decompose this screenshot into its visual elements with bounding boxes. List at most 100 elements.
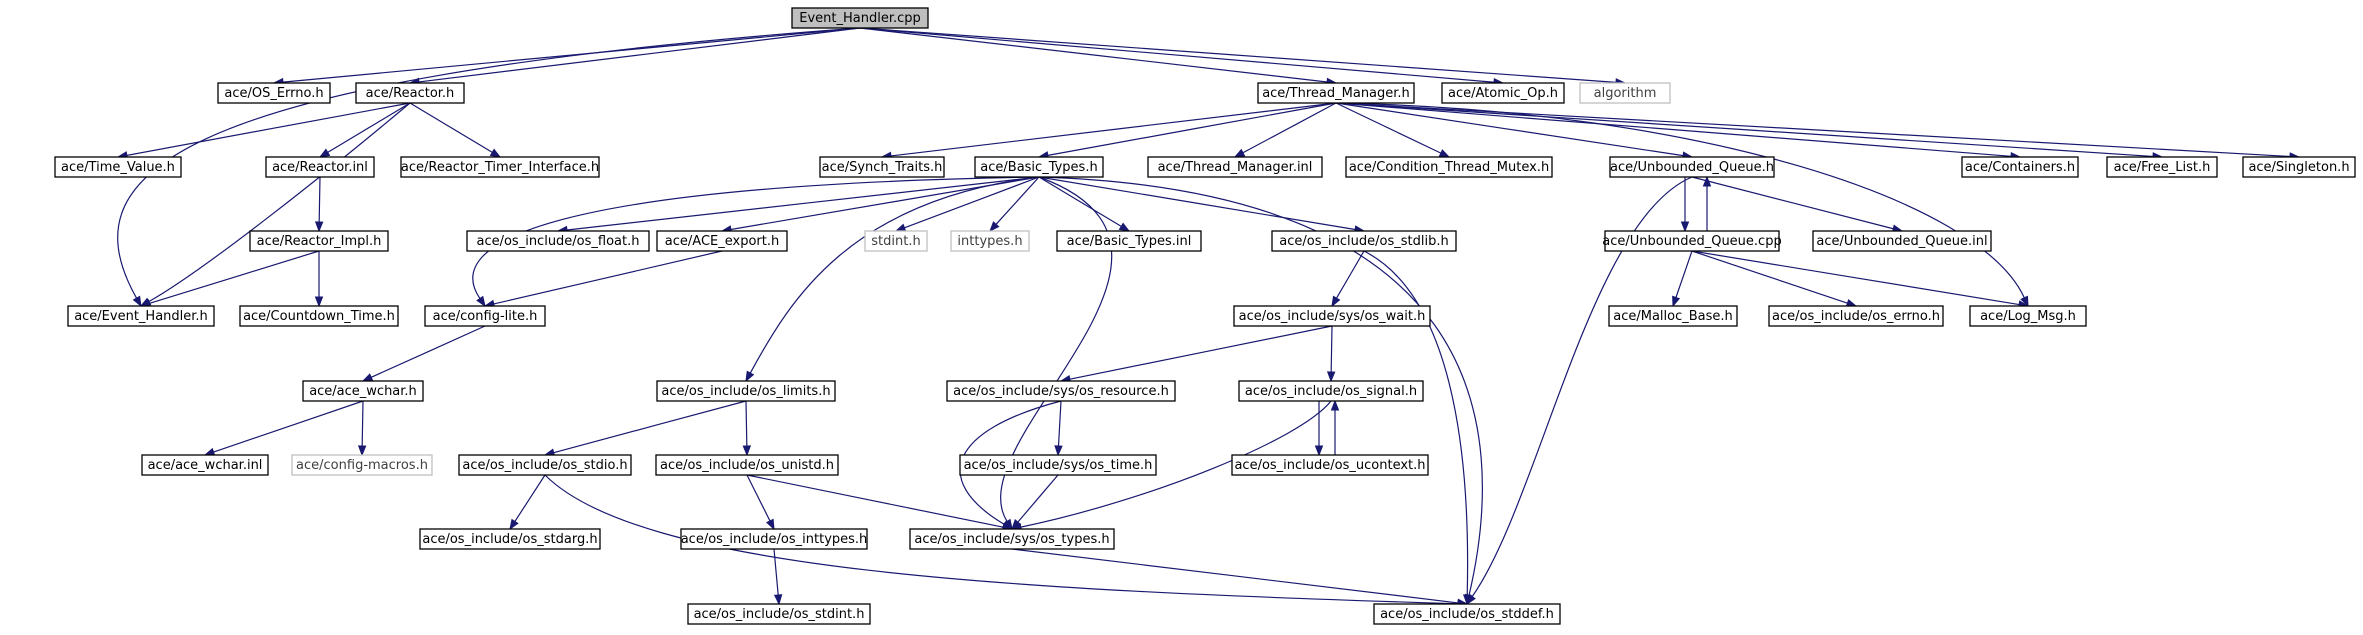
node-box — [1441, 82, 1565, 104]
node-box — [1609, 156, 1775, 178]
node-os-float-h[interactable]: ace/os_include/os_float.h — [466, 230, 650, 252]
node-os-stdio-h[interactable]: ace/os_include/os_stdio.h — [458, 454, 632, 476]
edge-thread_manager_h-to-synch_traits_h — [880, 102, 1337, 161]
edge-root-to-reactor_h — [408, 27, 861, 87]
node-basic-types-h[interactable]: ace/Basic_Types.h — [974, 156, 1104, 178]
node-ace-wchar-inl[interactable]: ace/ace_wchar.inl — [141, 454, 269, 476]
node-log-msg-h[interactable]: ace/Log_Msg.h — [1969, 305, 2087, 327]
arrowhead-icon — [1330, 399, 1340, 411]
edge-thread_manager_h-to-containers_h — [1335, 102, 2022, 161]
node-label: stdint.h — [871, 234, 920, 249]
node-os-stdarg-h[interactable]: ace/os_include/os_stdarg.h — [419, 528, 601, 550]
node-os-time-h[interactable]: ace/os_include/sys/os_time.h — [959, 454, 1157, 476]
edge-ace_wchar_h-to-ace_wchar_inl — [203, 400, 364, 456]
node-algorithm: algorithm — [1579, 82, 1671, 104]
node-os-stdlib-h[interactable]: ace/os_include/os_stdlib.h — [1271, 230, 1457, 252]
node-box — [687, 603, 871, 625]
arrowhead-icon — [1672, 295, 1681, 308]
node-label: ace/Reactor.h — [366, 86, 455, 101]
node-os-unistd-h[interactable]: ace/os_include/os_unistd.h — [655, 454, 839, 476]
edge-line — [1038, 176, 1483, 596]
node-free-list-h[interactable]: ace/Free_List.h — [2106, 156, 2218, 178]
node-box — [656, 380, 836, 402]
node-containers-h[interactable]: ace/Containers.h — [1961, 156, 2079, 178]
node-singleton-h[interactable]: ace/Singleton.h — [2242, 156, 2356, 178]
node-os-errno-inc-h[interactable]: ace/os_include/os_errno.h — [1768, 305, 1944, 327]
node-os-errno-h[interactable]: ace/OS_Errno.h — [217, 82, 331, 104]
node-time-value-h[interactable]: ace/Time_Value.h — [54, 156, 182, 178]
node-label: ace/Countdown_Time.h — [243, 309, 395, 324]
edge-line — [117, 27, 861, 299]
node-os-types-h[interactable]: ace/os_include/sys/os_types.h — [909, 528, 1115, 550]
node-os-ucontext-h[interactable]: ace/os_include/os_ucontext.h — [1231, 454, 1429, 476]
edge-unbounded_queue_cpp-to-log_msg_h — [1691, 250, 2030, 309]
node-box — [655, 454, 839, 476]
node-root[interactable]: Event_Handler.cpp — [791, 7, 929, 29]
node-unbounded-queue-cpp[interactable]: ace/Unbounded_Queue.cpp — [1602, 230, 1782, 252]
arrowhead-icon — [1702, 175, 1712, 187]
edge-line — [1335, 102, 2291, 158]
node-box — [1373, 603, 1561, 625]
node-label: ace/Singleton.h — [2248, 160, 2349, 175]
node-box — [355, 82, 465, 104]
edge-reactor_h-to-time_value_h — [116, 102, 411, 160]
node-os-wait-h[interactable]: ace/os_include/sys/os_wait.h — [1233, 305, 1431, 327]
node-reactor-impl-h[interactable]: ace/Reactor_Impl.h — [249, 230, 389, 252]
edge-line — [126, 102, 411, 156]
edge-os_signal_h-to-os_ucontext_h — [1314, 401, 1324, 457]
edge-line — [1330, 325, 1333, 373]
node-os-stddef-h[interactable]: ace/os_include/os_stddef.h — [1373, 603, 1561, 625]
node-config-lite-h[interactable]: ace/config-lite.h — [424, 305, 546, 327]
node-label: ace/Reactor_Impl.h — [257, 234, 382, 249]
edge-unbounded_queue_cpp-to-os_errno_inc_h — [1691, 250, 1858, 307]
node-reactor-h[interactable]: ace/Reactor.h — [355, 82, 465, 104]
arrowhead-icon — [1314, 445, 1324, 457]
edge-line — [1011, 548, 1459, 604]
node-box — [1812, 230, 1992, 252]
edge-root-to-atomic_op_h — [859, 27, 1505, 87]
edge-unbounded_queue_cpp-to-unbounded_queue_h — [1702, 175, 1712, 232]
node-box — [1345, 156, 1553, 178]
edge-line — [148, 102, 411, 303]
node-unbounded-queue-h[interactable]: ace/Unbounded_Queue.h — [1609, 156, 1775, 178]
node-thread-manager-h[interactable]: ace/Thread_Manager.h — [1257, 82, 1415, 104]
node-box — [291, 454, 433, 476]
node-ace-wchar-h[interactable]: ace/ace_wchar.h — [302, 380, 424, 402]
node-os-stdint-h[interactable]: ace/os_include/os_stdint.h — [687, 603, 871, 625]
node-os-resource-h[interactable]: ace/os_include/sys/os_resource.h — [946, 380, 1176, 402]
edge-basic_types_h-to-basic_types_inl — [1038, 176, 1131, 232]
node-reactor-inl[interactable]: ace/Reactor.inl — [265, 156, 375, 178]
node-reactor-timer-interface-h[interactable]: ace/Reactor_Timer_Interface.h — [400, 156, 600, 178]
node-label: ace/Unbounded_Queue.inl — [1816, 234, 1987, 249]
node-condition-thread-mutex-h[interactable]: ace/Condition_Thread_Mutex.h — [1345, 156, 1553, 178]
edge-thread_manager_h-to-log_msg_h — [1335, 102, 2029, 308]
node-box — [1604, 230, 1780, 252]
node-box — [2106, 156, 2218, 178]
edge-line — [1691, 250, 2020, 306]
node-malloc-base-h[interactable]: ace/Malloc_Base.h — [1608, 305, 1738, 327]
node-synch-traits-h[interactable]: ace/Synch_Traits.h — [819, 156, 945, 178]
arrowhead-icon — [314, 221, 324, 233]
node-label: ace/Event_Handler.h — [74, 309, 208, 324]
edge-unbounded_queue_h-to-unbounded_queue_cpp — [1680, 176, 1690, 233]
edge-line — [1047, 102, 1337, 156]
node-basic-types-inl[interactable]: ace/Basic_Types.inl — [1056, 230, 1202, 252]
node-config-macros-h: ace/config-macros.h — [291, 454, 433, 476]
node-label: ace/Unbounded_Queue.cpp — [1602, 234, 1781, 249]
node-ace-export-h[interactable]: ace/ACE_export.h — [656, 230, 788, 252]
edge-line — [149, 250, 320, 304]
arrowhead-icon — [1680, 221, 1690, 233]
node-countdown-time-h[interactable]: ace/Countdown_Time.h — [239, 305, 399, 327]
edge-line — [1335, 102, 2154, 158]
node-thread-manager-inl[interactable]: ace/Thread_Manager.inl — [1147, 156, 1323, 178]
node-unbounded-queue-inl[interactable]: ace/Unbounded_Queue.inl — [1812, 230, 1992, 252]
node-label: ace/os_include/os_stdlib.h — [1279, 234, 1448, 249]
edge-unbounded_queue_cpp-to-malloc_base_h — [1672, 250, 1693, 308]
node-event-handler-h[interactable]: ace/Event_Handler.h — [67, 305, 215, 327]
node-os-inttypes-h[interactable]: ace/os_include/os_inttypes.h — [680, 528, 868, 550]
node-os-limits-h[interactable]: ace/os_include/os_limits.h — [656, 380, 836, 402]
node-os-signal-h[interactable]: ace/os_include/os_signal.h — [1238, 380, 1424, 402]
node-atomic-op-h[interactable]: ace/Atomic_Op.h — [1441, 82, 1565, 104]
node-label: ace/Free_List.h — [2114, 160, 2211, 175]
